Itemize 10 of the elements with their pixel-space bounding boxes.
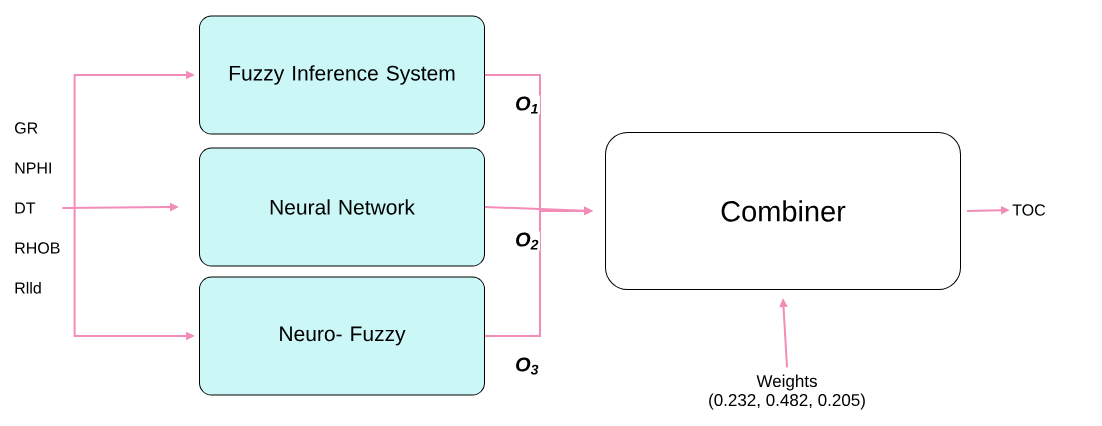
output-text: TOC	[1012, 204, 1046, 216]
input-list: GR NPHI DT RHOB Rlld	[15, 122, 60, 294]
weights-text: Weights (0.232, 0.482, 0.205)	[709, 374, 865, 410]
edge-label: O$_{2}$	[514, 231, 540, 251]
edge-label: O$_{3}$	[514, 356, 540, 376]
process-box: Fuzzy Inference System	[199, 15, 485, 135]
process-box: Neural Network	[199, 147, 485, 267]
combiner-box: Combiner	[605, 132, 961, 290]
process-box: Neuro- Fuzzy	[199, 276, 485, 396]
edge-label: O$_{1}$	[514, 95, 540, 115]
